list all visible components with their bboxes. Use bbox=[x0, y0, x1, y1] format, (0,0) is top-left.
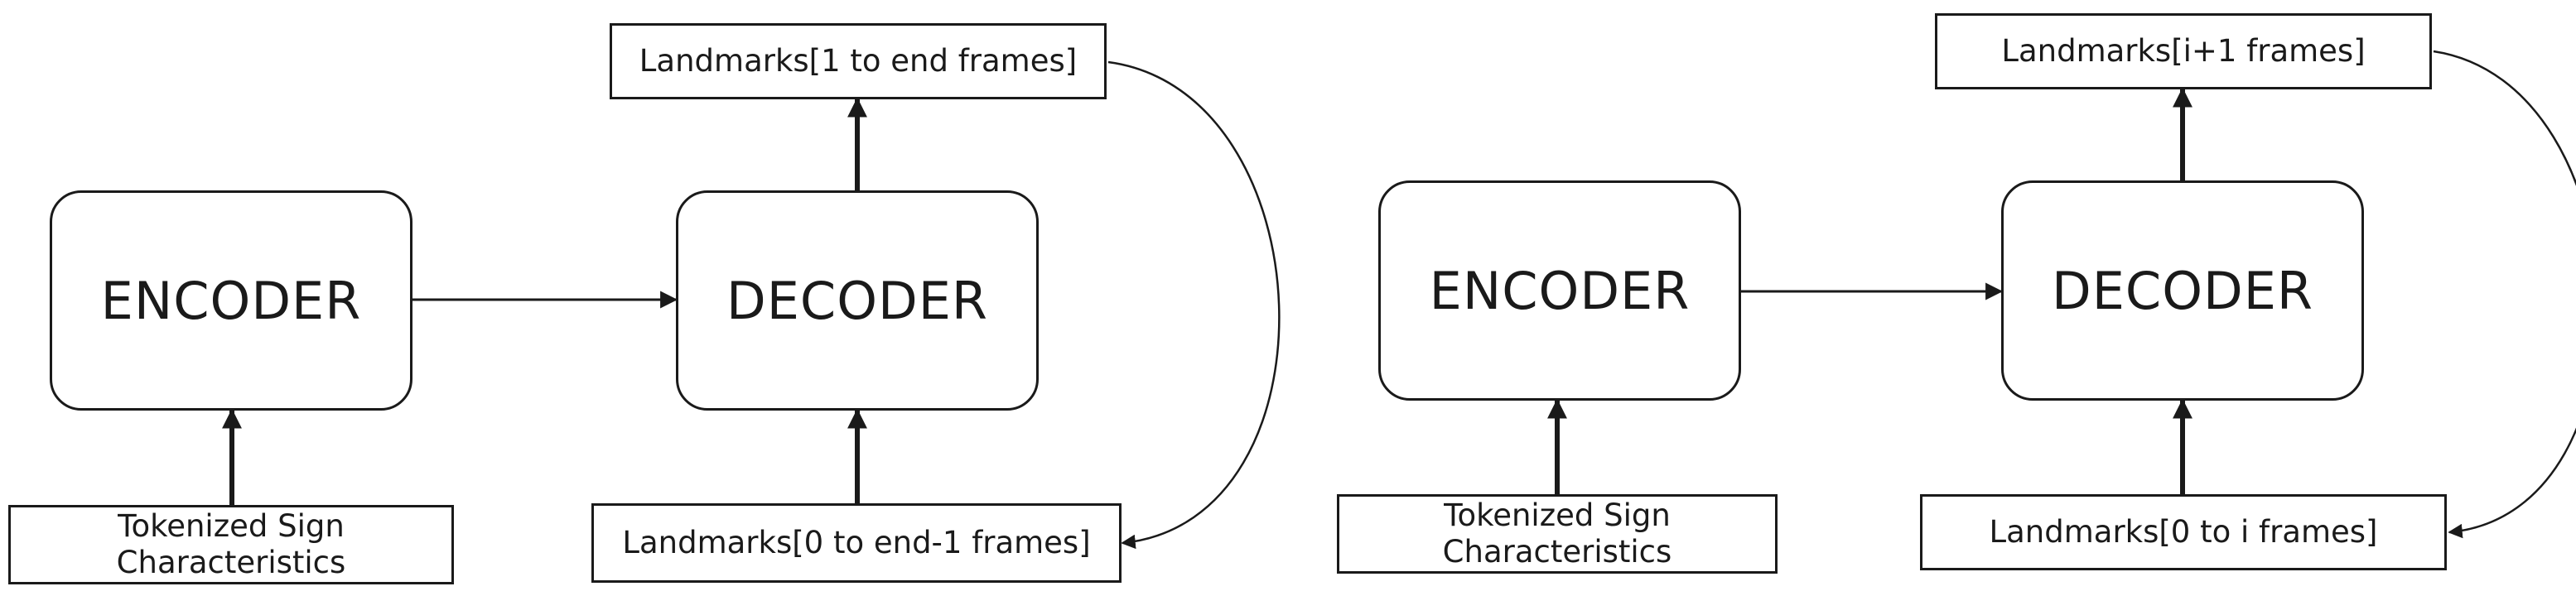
d2-encoder-input-box: Tokenized Sign Characteristics bbox=[1337, 494, 1778, 574]
d1-encoder-block: ENCODER bbox=[50, 190, 412, 411]
d1-encoder-input-box: Tokenized Sign Characteristics bbox=[8, 505, 454, 584]
d1-encoder-input-label-line2: Characteristics bbox=[116, 545, 346, 580]
d2-encoder-block: ENCODER bbox=[1378, 180, 1741, 401]
d2-feedback-loop-arrow bbox=[2433, 50, 2576, 539]
d2-decoder-block: DECODER bbox=[2001, 180, 2364, 401]
d2-decoder-output-box: Landmarks[i+1 frames] bbox=[1935, 13, 2432, 89]
d1-feedback-loop-arrow bbox=[1107, 60, 1281, 550]
d1-decoder-block: DECODER bbox=[676, 190, 1039, 411]
d2-encoder-input-label-line2: Characteristics bbox=[1442, 534, 1672, 570]
d2-decoder-input-box: Landmarks[0 to i frames] bbox=[1920, 494, 2447, 570]
d1-decoder-input-box: Landmarks[0 to end-1 frames] bbox=[591, 503, 1122, 583]
d1-encoder-input-label-line1: Tokenized Sign bbox=[118, 507, 345, 544]
d2-encoder-input-label-line1: Tokenized Sign bbox=[1444, 497, 1671, 533]
d1-decoder-output-box: Landmarks[1 to end frames] bbox=[610, 23, 1107, 99]
